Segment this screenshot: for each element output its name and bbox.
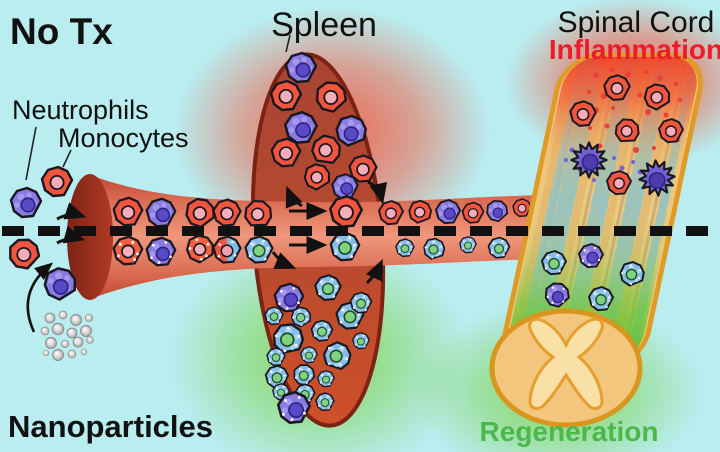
nanoparticle-uptake-arrow <box>26 262 54 333</box>
condition-top-label: No Tx <box>10 11 113 52</box>
inflammation-label: Inflammation <box>549 34 720 65</box>
monocytes-label: Monocytes <box>58 123 189 153</box>
spinal-cord-cross-section <box>489 308 643 428</box>
spinal-cord-label: Spinal Cord <box>558 6 715 39</box>
spleen-label: Spleen <box>271 6 377 44</box>
leader-lines <box>25 34 291 181</box>
neutrophils-label: Neutrophils <box>12 95 149 125</box>
gray-matter-butterfly <box>528 317 604 410</box>
flow-arrows <box>56 180 388 285</box>
condition-bottom-label: Nanoparticles <box>8 409 213 444</box>
regeneration-label: Regeneration <box>480 416 659 447</box>
cord-inflammation-contents <box>564 67 684 203</box>
inflammatory-dots <box>587 67 682 153</box>
